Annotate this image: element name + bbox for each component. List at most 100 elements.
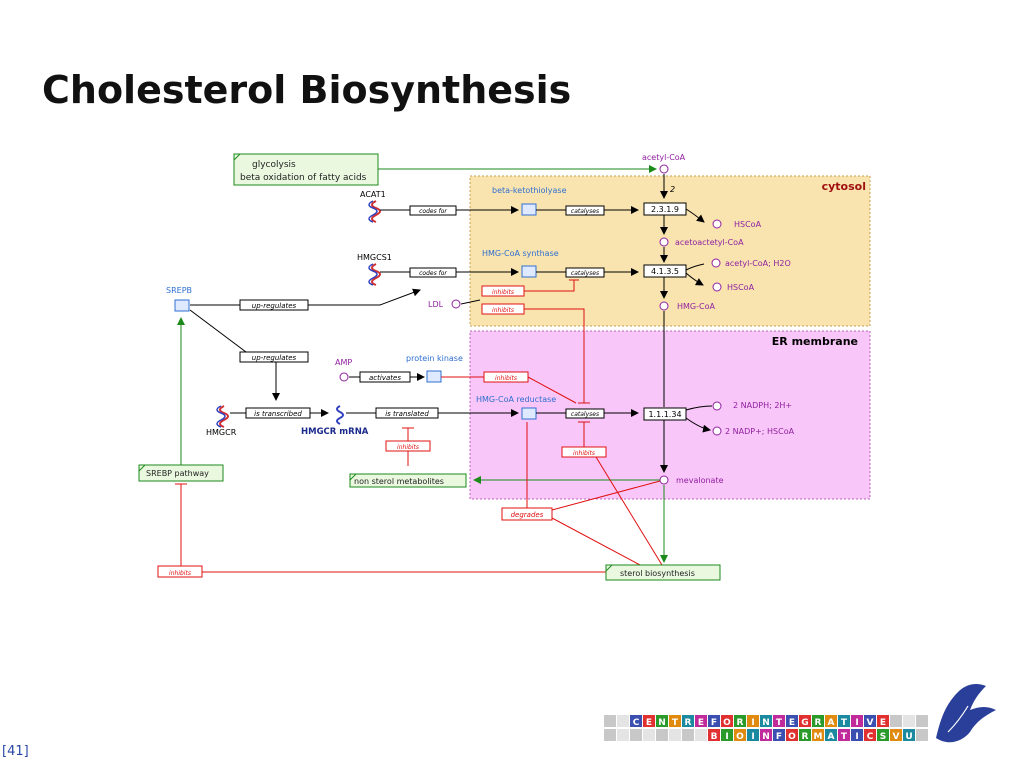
up-regulates-label-2: up-regulates [252, 354, 297, 362]
logo-letter-cell [747, 729, 759, 741]
logo-letter: A [828, 718, 835, 728]
hmgcs1-gene-icon [371, 263, 381, 286]
catalyses-label-3: catalyses [571, 411, 599, 418]
logo-letter: C [867, 732, 874, 742]
acetyl-coa-node [659, 164, 669, 174]
logo-letter: T [776, 718, 783, 728]
nadph-label: 2 NADPH; 2H+ [733, 401, 792, 410]
glycolysis-label: glycolysis [252, 160, 296, 170]
inhibits-label-5: inhibits [573, 450, 595, 457]
ec-box-3 [643, 407, 687, 421]
logo-letter: U [905, 732, 912, 742]
logo-letter-cell [890, 729, 902, 741]
logo-letter: E [880, 718, 886, 728]
logo-letter: V [893, 732, 900, 742]
logo-letter-cell [877, 715, 889, 727]
logo-letter: T [672, 718, 679, 728]
logo-blank-cell [890, 715, 902, 727]
amp-node [339, 372, 349, 382]
logo-letter-cell [734, 729, 746, 741]
logo-letter-cell [877, 729, 889, 741]
logo-letter-cell [760, 715, 772, 727]
logo-letter: M [814, 732, 823, 742]
hmgcoa-reductase-icon [521, 407, 537, 420]
cytosol-label: cytosol [822, 180, 866, 193]
up-regulates-label-1: up-regulates [252, 302, 297, 310]
logo-letter-cell [786, 729, 798, 741]
acetoacetyl-coa-label: acetoactetyl-CoA [675, 238, 744, 247]
nadp-label: 2 NADP+; HSCoA [725, 427, 795, 436]
logo-blank-cell [604, 715, 616, 727]
logo-letter: G [801, 718, 808, 728]
hmg-coa-node [659, 301, 669, 311]
acetyl-coa-h2o-label: acetyl-CoA; H2O [725, 259, 791, 268]
nadp-node [712, 426, 722, 436]
hmgcr-label: HMGCR [206, 428, 237, 437]
codes-for-label-1: codes for [419, 208, 447, 215]
logo-letter-cell [799, 729, 811, 741]
sterol-biosynthesis-label: sterol biosynthesis [620, 569, 695, 578]
logo-letter-cell [747, 715, 759, 727]
hmgcoa-synthase-icon [521, 265, 537, 278]
logo-letter: F [711, 718, 717, 728]
hscoa-2-label: HSCoA [727, 283, 755, 292]
glycolysis-box [233, 153, 379, 186]
logo-blank-cell [695, 729, 707, 741]
srepb-label: SREPB [166, 286, 192, 295]
logo-blank-cell [916, 715, 928, 727]
logo-letter-cell [773, 715, 785, 727]
logo-letter-cell [799, 715, 811, 727]
hmgcr-mrna-icon [336, 405, 344, 425]
slide-title: Cholesterol Biosynthesis [42, 68, 572, 112]
page-number-value: 41 [7, 744, 24, 759]
er-membrane-label: ER membrane [772, 335, 858, 348]
inhibits-label-3: inhibits [495, 375, 517, 382]
logo-letter-cell [838, 715, 850, 727]
logo-blank-cell [682, 729, 694, 741]
ec-box-2 [643, 264, 687, 278]
logo-letter: E [646, 718, 652, 728]
logo-letter: N [658, 718, 666, 728]
logo-letter-cell [812, 715, 824, 727]
ec-label-1: 2.3.1.9 [651, 205, 679, 214]
ldl-label: LDL [428, 300, 444, 309]
logo-letter-cell [643, 715, 655, 727]
degrades-label: degrades [511, 511, 544, 519]
logo-letter: T [841, 732, 848, 742]
acetyl-coa-label: acetyl-CoA [642, 153, 686, 162]
srepb-icon [174, 299, 190, 312]
logo-letter-cell [734, 715, 746, 727]
is-transcribed-label: is transcribed [254, 410, 302, 418]
logo-blank-cell [630, 729, 642, 741]
non-sterol-box [349, 473, 467, 488]
logo-letter-cell [760, 729, 772, 741]
nadph-node [712, 401, 722, 411]
logo-blank-cell [916, 729, 928, 741]
mevalonate-node [659, 475, 669, 485]
logo-blank-cell [903, 715, 915, 727]
logo-letter-cell [708, 715, 720, 727]
acat1-gene-icon [371, 200, 381, 223]
amp-label: AMP [335, 358, 352, 367]
logo-letter: R [815, 718, 822, 728]
hmgcr-mrna-label: HMGCR mRNA [301, 427, 369, 437]
page-number: [41] [2, 744, 29, 759]
logo-letter-cell [721, 715, 733, 727]
logo-letter: T [841, 718, 848, 728]
logo-letter-cell [838, 729, 850, 741]
hscoa-1-label: HSCoA [734, 220, 762, 229]
logo-letter: S [880, 732, 886, 742]
inhibits-label-2: inhibits [492, 307, 514, 314]
logo-letter: R [737, 718, 744, 728]
acat1-label: ACAT1 [360, 190, 386, 199]
protein-kinase-icon [426, 370, 442, 383]
logo-letter-cell [786, 715, 798, 727]
hmgcoa-reductase-label: HMG-CoA reductase [476, 395, 556, 404]
logo-letter-cell [708, 729, 720, 741]
cytosol-compartment [469, 175, 871, 327]
logo-letter-cell [825, 729, 837, 741]
logo-letter: I [725, 732, 728, 742]
logo-letter-cell [812, 729, 824, 741]
